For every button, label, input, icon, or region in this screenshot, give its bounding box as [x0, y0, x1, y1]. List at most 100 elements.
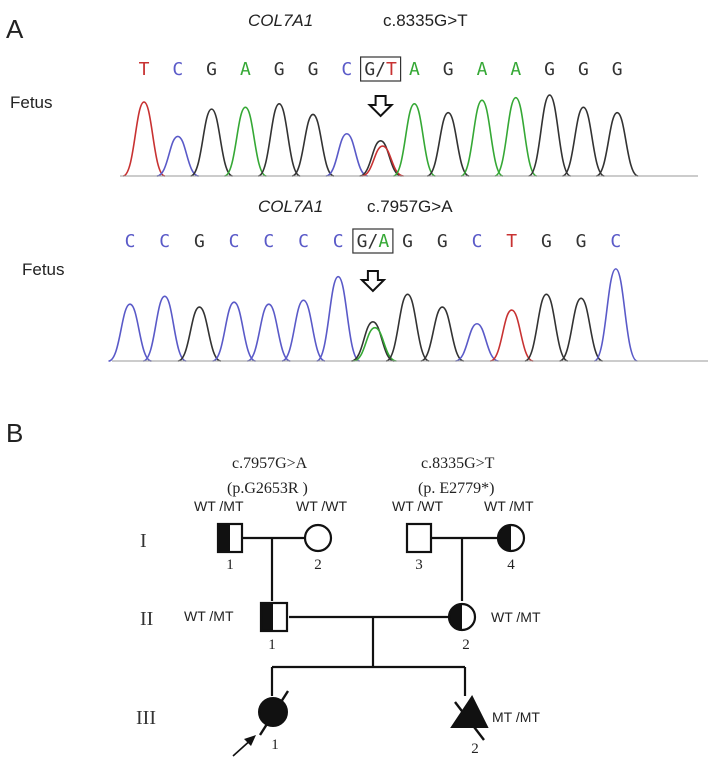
base-call: A [510, 59, 521, 80]
female-symbol [496, 523, 526, 553]
base-call: A [409, 59, 420, 80]
trace-peak [420, 306, 465, 362]
individual-i-1: WT /MT 1 [194, 498, 244, 573]
female-symbol [303, 523, 333, 553]
base-call: C [159, 231, 170, 252]
base-call: C [298, 231, 309, 252]
base-call: G [274, 59, 285, 80]
female-symbol [447, 602, 477, 632]
base-call: C [333, 231, 344, 252]
individual-ii-2-number: 2 [462, 637, 470, 653]
base-call: G [443, 59, 454, 80]
generation-label-iii: III [136, 707, 156, 729]
individual-ii-1-genotype: WT /MT [184, 608, 234, 624]
individual-ii-2: WT /MT 2 [447, 602, 541, 653]
maternal-variant-cdna: c.8335G>T [421, 455, 495, 472]
base-call: C [229, 231, 240, 252]
individual-iii-2-number: 2 [471, 741, 479, 757]
individual-i-2-number: 2 [314, 557, 322, 573]
trace-peak [528, 94, 571, 177]
base-call: G [308, 59, 319, 80]
base-call: C [263, 231, 274, 252]
base-call: G [402, 231, 413, 252]
trace-peak [595, 111, 639, 177]
proband-arrowhead [244, 735, 256, 746]
panel-b-label: B [6, 418, 23, 448]
trace-peak [524, 293, 569, 362]
trace-peak [156, 135, 200, 177]
track-1-chromatogram [120, 94, 698, 177]
individual-iii-2: MT /MT 2 [450, 695, 540, 757]
carrier-fill [261, 603, 273, 631]
het-base-box [352, 228, 394, 254]
individual-i-3: WT /WT 3 [392, 498, 444, 573]
individual-iii-2-genotype: MT /MT [492, 709, 540, 725]
generation-label-ii: II [140, 608, 153, 630]
base-call: C [172, 59, 183, 80]
individual-i-4-number: 4 [507, 557, 515, 573]
base-call: G [206, 59, 217, 80]
paternal-variant-protein: (p.G2653R ) [227, 480, 308, 497]
individual-i-1-number: 1 [226, 557, 234, 573]
trace-peak [460, 99, 504, 177]
trace-peak [361, 145, 404, 177]
trace-peak [559, 297, 603, 362]
trace-peak [351, 320, 395, 362]
trace-peak [489, 309, 534, 362]
track-2-mutation: c.7957G>A [367, 197, 453, 216]
trace-peak [316, 275, 361, 362]
base-call: T [506, 231, 517, 252]
track-1-sample-label: Fetus [10, 93, 53, 112]
base-call: G [544, 59, 555, 80]
het-base-box [360, 56, 402, 82]
individual-i-3-genotype: WT /WT [392, 498, 444, 514]
base-call: T [139, 59, 150, 80]
trace-peak [426, 111, 470, 177]
carrier-fill [498, 525, 511, 551]
panel-a-label: A [6, 14, 24, 44]
deceased-slash [258, 690, 290, 736]
paternal-variant-cdna: c.7957G>A [232, 455, 308, 472]
track-2-gene: COL7A1 [258, 197, 323, 216]
base-call: G [541, 231, 552, 252]
base-call: G [437, 231, 448, 252]
trace-peak [291, 113, 335, 177]
trace-peak [122, 101, 166, 177]
base-call: A [240, 59, 251, 80]
het-base-call: G/T [364, 59, 397, 80]
trace-peak [494, 96, 538, 177]
trace-peak [142, 295, 187, 362]
trace-peak [455, 322, 499, 362]
individual-ii-1: WT /MT 1 [184, 601, 289, 653]
trace-peak [224, 106, 267, 177]
generation-label-i: I [140, 530, 147, 552]
individual-i-2-genotype: WT /WT [296, 498, 348, 514]
individual-ii-2-genotype: WT /MT [491, 609, 541, 625]
base-call: G [612, 59, 623, 80]
individual-i-3-number: 3 [415, 557, 423, 573]
trace-peak [359, 139, 402, 177]
individual-i-2: WT /WT 2 [296, 498, 348, 573]
base-call: A [477, 59, 488, 80]
male-symbol [405, 522, 433, 554]
maternal-variant-protein: (p. E2779*) [418, 480, 494, 497]
individual-ii-1-number: 1 [268, 637, 276, 653]
carrier-fill [449, 604, 462, 630]
track-1-het-arrow-icon [367, 95, 395, 118]
trace-peak [393, 103, 436, 177]
individual-i-4: WT /MT 4 [484, 498, 534, 573]
deceased-slash [454, 701, 485, 741]
base-call: C [472, 231, 483, 252]
track-2-chromatogram [108, 268, 708, 362]
trace-peak [246, 303, 291, 362]
trace-peak [385, 293, 430, 362]
trace-peak [108, 303, 152, 362]
trace-peak [562, 106, 605, 177]
individual-iii-1-number: 1 [271, 737, 279, 753]
